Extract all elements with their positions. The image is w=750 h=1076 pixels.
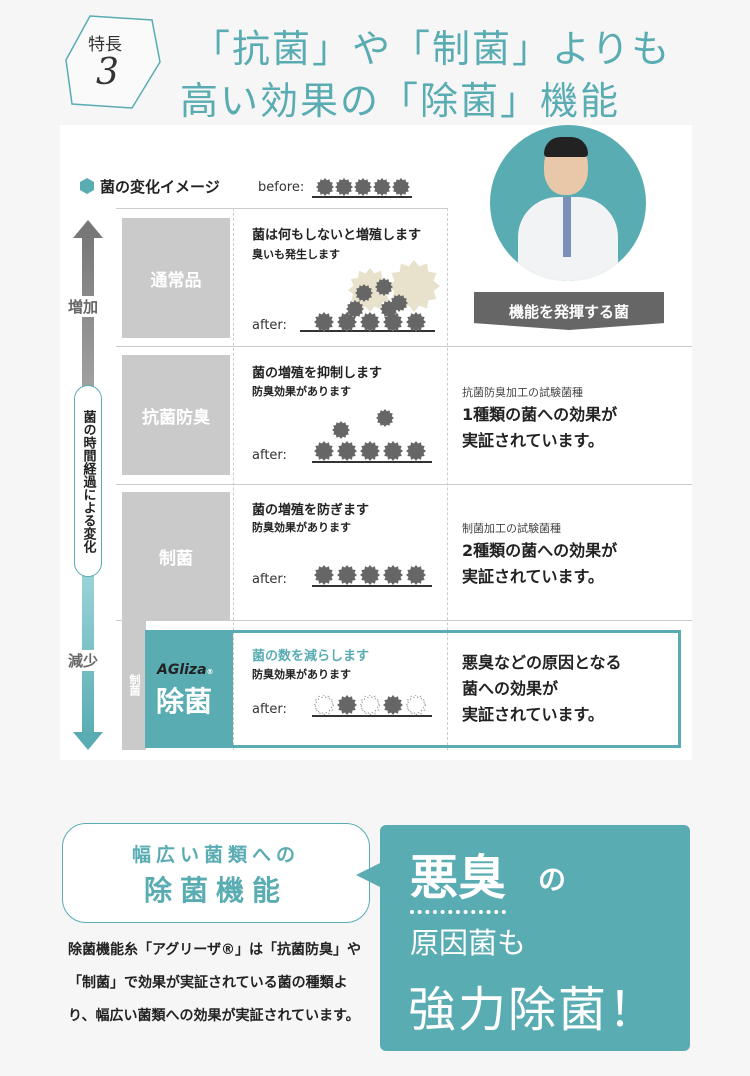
bacteria-icon: [355, 284, 373, 302]
divider: [233, 208, 234, 750]
row4-desc: 菌の数を減らします: [252, 649, 370, 664]
row3-desc: 菌の増殖を防ぎます: [252, 503, 370, 518]
after-label: after:: [252, 318, 287, 333]
divider: [447, 208, 448, 750]
row2-desc-sub: 防臭効果があります: [252, 385, 351, 398]
axis-decrease-label: 減少: [68, 650, 99, 671]
after-label: after:: [252, 572, 287, 587]
bacteria-bacteriostatic-illustration: [312, 565, 432, 587]
after-label: after:: [252, 448, 287, 463]
removed-bacteria-icon: [314, 695, 334, 715]
bacteria-icon: [337, 312, 357, 332]
bacteria-icon: [383, 312, 403, 332]
bacteria-icon: [332, 421, 350, 439]
row-label-normal: 通常品: [122, 218, 230, 338]
baseline: [300, 330, 435, 332]
bacteria-icon: [337, 441, 357, 461]
divider: [116, 484, 692, 485]
bacteria-icon: [383, 565, 403, 585]
row3-desc-sub: 防臭効果があります: [252, 521, 351, 534]
row1-desc-sub: 臭いも発生します: [252, 248, 340, 261]
doctor-photo: [490, 125, 646, 281]
after-label: after:: [252, 702, 287, 717]
arrow-down-icon: [73, 732, 103, 750]
bacteria-antibacterial-illustration: [312, 405, 432, 463]
registered-mark: ®: [206, 668, 214, 676]
bacteria-icon: [373, 178, 391, 196]
badge-number: 3: [96, 52, 119, 93]
bacteria-icon: [360, 565, 380, 585]
bacteria-icon: [360, 312, 380, 332]
axis-caption: 菌の時間経過による変化: [74, 385, 102, 577]
callout-line-2: 原因菌も: [410, 926, 527, 960]
bacteria-sterilization-illustration: [312, 695, 432, 717]
row3-note: 制菌加工の試験菌種: [462, 522, 561, 535]
row-side-label: 制菌: [122, 620, 146, 750]
row4-result: 悪臭などの原因となる 菌への効果が 実証されています。: [462, 653, 622, 724]
bacteria-icon: [337, 695, 357, 715]
row-label-bacteriostatic: 制菌: [122, 492, 230, 620]
brand-name: AGliza®: [157, 662, 214, 678]
baseline: [312, 461, 432, 463]
row-label-antibacterial: 抗菌防臭: [122, 355, 230, 475]
row-label-sterilization: 除菌: [156, 685, 213, 718]
baseline: [312, 585, 432, 587]
before-label: before:: [258, 180, 305, 195]
bacteria-icon: [314, 565, 334, 585]
row4-desc-sub: 防臭効果があります: [252, 668, 351, 681]
bacteria-icon: [375, 278, 393, 296]
function-banner: 機能を発揮する菌: [474, 292, 664, 330]
bacteria-icon: [316, 178, 334, 196]
badge-label: 特長: [88, 35, 122, 55]
callout-big-word: 悪臭: [410, 838, 507, 914]
feature-badge-hexagon: [65, 15, 161, 109]
row2-desc: 菌の増殖を抑制します: [252, 366, 383, 381]
arrow-up-icon: [73, 220, 103, 238]
row3-result: 2種類の菌への効果が 実証されています。: [462, 541, 618, 586]
bacteria-icon: [383, 695, 403, 715]
speech-bubble: 幅広い菌類への 除菌機能: [62, 823, 370, 923]
bacteria-icon: [314, 441, 334, 461]
title-line-1: 「抗菌」や「制菌」よりも: [192, 27, 672, 71]
callout-line-3: 強力除菌！: [408, 982, 659, 1038]
bubble-line-2: 除菌機能: [143, 874, 288, 907]
bacteria-icon: [354, 178, 372, 196]
callout-box: [380, 825, 690, 1051]
bacteria-icon: [376, 409, 394, 427]
bacteria-icon: [406, 441, 426, 461]
legend-label: 菌の変化イメージ: [100, 178, 220, 196]
row2-note: 抗菌防臭加工の試験菌種: [462, 386, 583, 399]
bacteria-icon: [360, 441, 380, 461]
before-bacteria: [312, 176, 412, 198]
bacteria-icon: [314, 312, 334, 332]
bubble-line-1: 幅広い菌類への: [131, 844, 300, 866]
divider: [116, 208, 448, 209]
baseline: [312, 715, 432, 717]
axis-increase-label: 増加: [68, 296, 99, 317]
hexagon-bullet-icon: [80, 178, 94, 194]
brand-text: AGliza: [157, 662, 207, 678]
divider: [116, 346, 692, 347]
bacteria-icon: [346, 300, 364, 318]
callout-particle: の: [538, 863, 567, 896]
row2-result: 1種類の菌への効果が 実証されています。: [462, 405, 618, 450]
title-line-2: 高い効果の「除菌」機能: [180, 79, 621, 123]
bacteria-icon: [406, 312, 426, 332]
description-paragraph: 除菌機能糸「アグリーザ®」は「抗菌防臭」や「制菌」で効果が実証されている菌の種類…: [68, 942, 362, 1024]
bacteria-icon: [383, 441, 403, 461]
row1-desc: 菌は何もしないと増殖します: [252, 228, 422, 243]
bacteria-icon: [337, 565, 357, 585]
removed-bacteria-icon: [360, 695, 380, 715]
bacteria-icon: [335, 178, 353, 196]
callout-pointer: [356, 862, 382, 888]
divider: [116, 620, 692, 621]
bacteria-growth-illustration: [300, 260, 440, 332]
bacteria-icon: [392, 178, 410, 196]
removed-bacteria-icon: [406, 695, 426, 715]
agliza-label-box: [145, 630, 233, 748]
bacteria-icon: [406, 565, 426, 585]
